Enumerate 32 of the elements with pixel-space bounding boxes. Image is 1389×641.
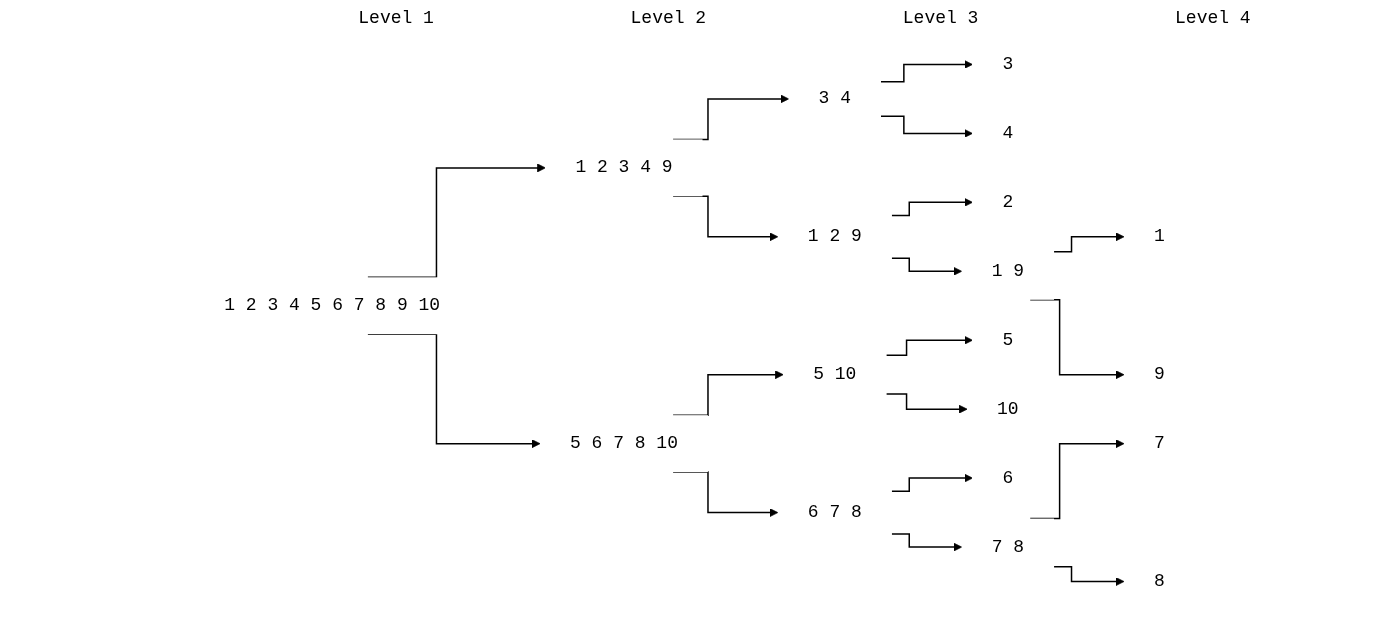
arrow (1053, 232, 1125, 253)
level-heading: Level 4 (1175, 8, 1251, 28)
arrow (1029, 439, 1125, 520)
arrow (891, 197, 973, 217)
level-heading: Level 2 (630, 8, 707, 28)
arrow (891, 473, 973, 492)
node-text: 10 (997, 398, 1019, 419)
node-text: 7 (1153, 433, 1165, 454)
node-text: 9 (1153, 364, 1165, 385)
node-text: 1 9 (991, 260, 1025, 281)
arrow (891, 533, 963, 552)
node-text: 5 10 (813, 364, 857, 385)
arrow (880, 115, 973, 138)
node-text: 2 (1002, 191, 1014, 212)
node-text: 6 7 8 (807, 502, 862, 523)
arrow (672, 370, 784, 416)
arrow (885, 393, 968, 414)
level-heading: Level 1 (358, 8, 434, 28)
node-text: 1 2 9 (807, 226, 862, 247)
node-text: 8 (1153, 571, 1165, 592)
node-text: 4 (1002, 122, 1014, 143)
arrow (880, 60, 973, 83)
node-text: 6 (1002, 467, 1014, 488)
arrow (1053, 565, 1125, 586)
node-text: 5 (1002, 329, 1014, 350)
arrow (891, 257, 963, 276)
node-text: 1 (1153, 226, 1165, 247)
arrow (1029, 299, 1125, 380)
arrow (885, 335, 973, 357)
node-text: 3 (1002, 53, 1014, 74)
node-text: 3 4 (818, 88, 851, 109)
level-heading: Level 3 (902, 8, 979, 28)
